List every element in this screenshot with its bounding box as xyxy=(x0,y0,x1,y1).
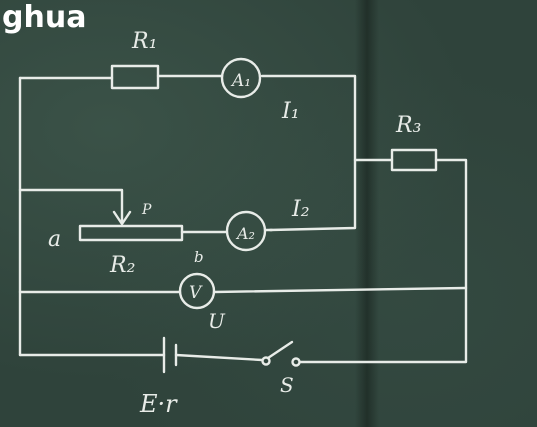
wire-top xyxy=(18,74,357,232)
wire-voltmeter xyxy=(18,286,468,294)
watermark: ghua xyxy=(2,0,87,35)
label-a: a xyxy=(48,227,61,252)
battery xyxy=(162,336,178,374)
wire-r3 xyxy=(298,158,468,364)
label-a1: A₁ xyxy=(230,71,251,91)
ammeter-a1 xyxy=(220,57,262,99)
label-u: U xyxy=(208,309,226,333)
label-i1: I₁ xyxy=(281,99,300,124)
label-b: b xyxy=(194,248,204,266)
resistor-r1 xyxy=(110,64,160,90)
label-r1: R₁ xyxy=(131,29,157,54)
label-er: E·r xyxy=(139,390,178,418)
wire-a2 xyxy=(180,228,274,234)
resistor-r3 xyxy=(390,148,438,172)
label-p: P xyxy=(141,202,152,218)
switch-contact-left xyxy=(261,356,271,366)
slider-arrow xyxy=(112,210,132,226)
label-v: V xyxy=(189,283,203,303)
switch-contact-right xyxy=(291,357,301,367)
label-r3: R₃ xyxy=(395,113,421,138)
label-r2: R₂ xyxy=(109,253,135,278)
wire-bottom xyxy=(18,353,264,362)
switch-lever xyxy=(266,340,294,360)
label-s: S xyxy=(280,373,294,397)
label-a2: A₂ xyxy=(235,224,255,243)
ammeter-a2 xyxy=(225,210,267,252)
voltmeter-v xyxy=(178,272,216,310)
board-seam xyxy=(355,0,379,427)
label-i2: I₂ xyxy=(291,197,310,222)
rheostat-r2 xyxy=(78,224,184,242)
slider-wire xyxy=(18,188,124,224)
